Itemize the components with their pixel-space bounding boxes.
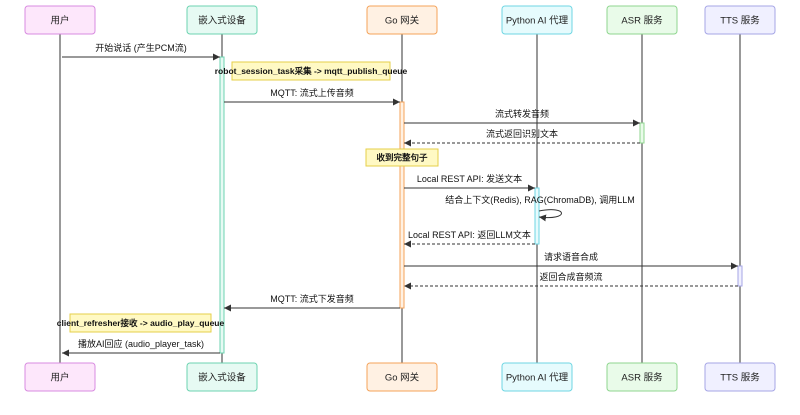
note-box [365,148,439,167]
message-label: 流式返回识别文本 [486,128,558,139]
note-label: client_refresher接收 -> audio_play_queue [57,318,225,328]
message-3: 流式转发音频 [404,108,640,127]
message-8: 请求语音合成 [404,251,738,270]
message-6: 结合上下文(Redis), RAG(ChromaDB), 调用LLM [445,194,635,222]
participant-go-bottom: Go 网关 [366,362,438,392]
activation-asr [639,122,645,144]
participant-box [501,5,573,35]
participant-label: 用户 [50,15,69,27]
participant-box [704,5,776,35]
participant-tts-bottom: TTS 服务 [704,362,776,392]
participant-box [606,362,678,392]
participant-box [501,362,573,392]
message-label: Local REST API: 发送文本 [417,173,522,184]
participant-box [366,5,438,35]
participant-box [24,5,96,35]
note-2: 收到完整句子 [365,148,439,167]
message-5: Local REST API: 发送文本 [404,173,535,192]
participant-python-bottom: Python AI 代理 [501,362,573,392]
note-label: robot_session_task采集 -> mqtt_publish_que… [215,66,408,76]
participant-label: Go 网关 [385,15,420,27]
message-label: 请求语音合成 [544,251,598,262]
participant-user-bottom: 用户 [24,362,96,392]
participant-label: 嵌入式设备 [198,372,246,384]
participant-box [366,362,438,392]
participant-label: Go 网关 [385,372,420,384]
participant-label: TTS 服务 [720,372,760,384]
participant-label: TTS 服务 [720,15,760,27]
activations [219,56,743,354]
participant-asr-top: ASR 服务 [606,5,678,35]
participant-embedded-top: 嵌入式设备 [186,5,258,35]
participant-tts-top: TTS 服务 [704,5,776,35]
self-call-arrow [538,209,562,222]
message-label: MQTT: 流式下发音频 [270,293,354,304]
participant-box [186,5,258,35]
participant-go-top: Go 网关 [366,5,438,35]
notes: robot_session_task采集 -> mqtt_publish_que… [57,61,439,333]
participant-box [24,362,96,392]
note-1: robot_session_task采集 -> mqtt_publish_que… [215,61,408,81]
activation-embedded [219,56,225,354]
note-box [69,313,212,333]
participant-python-top: Python AI 代理 [501,5,573,35]
message-4: 流式返回识别文本 [404,128,640,147]
message-label: 开始说话 (产生PCM流) [95,42,187,53]
message-11: 播放AI回应 (audio_player_task) [62,338,220,357]
message-1: 开始说话 (产生PCM流) [62,42,220,61]
participant-label: 嵌入式设备 [198,15,246,27]
message-label: 播放AI回应 (audio_player_task) [78,338,204,349]
participant-user-top: 用户 [24,5,96,35]
message-7: Local REST API: 返回LLM文本 [404,229,535,248]
message-9: 返回合成音频流 [404,271,738,290]
message-label: 返回合成音频流 [539,271,602,282]
participant-label: Python AI 代理 [506,16,569,27]
message-label: 结合上下文(Redis), RAG(ChromaDB), 调用LLM [445,194,635,205]
message-label: Local REST API: 返回LLM文本 [408,229,531,240]
note-label: 收到完整句子 [376,153,428,163]
participant-label: 用户 [50,372,69,384]
participant-label: ASR 服务 [621,372,663,384]
message-10: MQTT: 流式下发音频 [224,293,400,312]
participant-embedded-bottom: 嵌入式设备 [186,362,258,392]
participant-asr-bottom: ASR 服务 [606,362,678,392]
note-box [231,61,391,81]
message-label: MQTT: 流式上传音频 [270,87,354,98]
activation-tts [737,265,743,287]
participant-label: ASR 服务 [621,15,663,27]
participant-label: Python AI 代理 [506,373,569,384]
note-3: client_refresher接收 -> audio_play_queue [57,313,225,333]
message-2: MQTT: 流式上传音频 [224,87,400,106]
participant-box [704,362,776,392]
participant-box [186,362,258,392]
activation-go [399,101,405,309]
message-label: 流式转发音频 [495,108,549,119]
participant-box [606,5,678,35]
